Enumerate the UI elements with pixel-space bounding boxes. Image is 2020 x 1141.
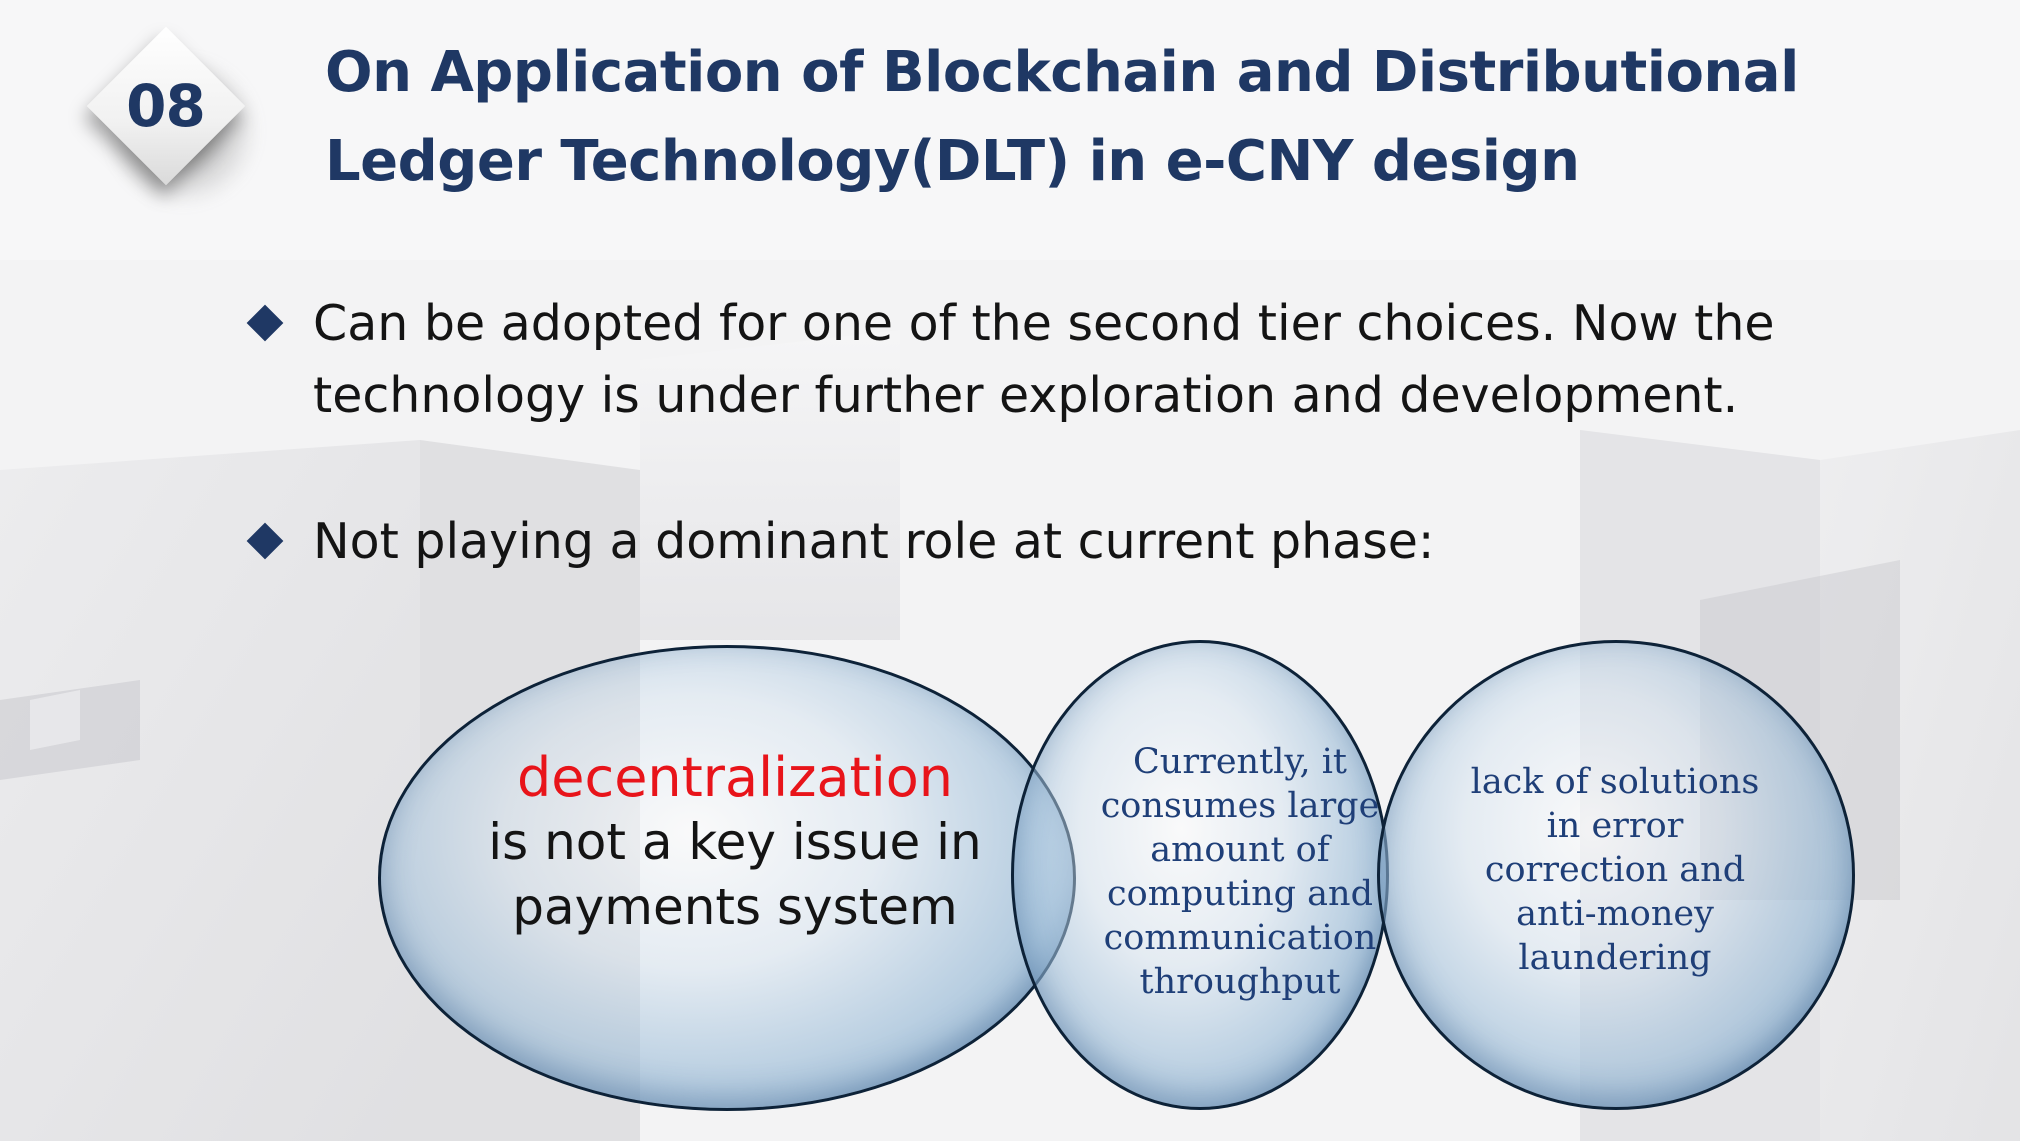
bubble-3-text: lack of solutions in error correction an… <box>1470 762 1760 978</box>
bullet-item-2: Not playing a dominant role at current p… <box>246 506 1870 586</box>
bullet-text-1: Can be adopted for one of the second tie… <box>313 295 1775 424</box>
slide-title: On Application of Blockchain and Distrib… <box>325 40 1799 194</box>
bubble-1-body: is not a key issue in payments system <box>488 813 982 936</box>
diamond-bullet-icon <box>246 304 284 342</box>
slide-number: 08 <box>126 71 206 140</box>
bubble-2-text: Currently, it consumes large amount of c… <box>1100 742 1380 1002</box>
bubble-error-correction <box>1377 640 1855 1110</box>
bullet-item-1: Can be adopted for one of the second tie… <box>246 288 1870 438</box>
bullet-text-2: Not playing a dominant role at current p… <box>313 513 1435 570</box>
bubble-1-text: decentralization is not a key issue in p… <box>435 745 1035 940</box>
slide-number-badge: 08 <box>76 18 290 238</box>
venn-diagram: decentralization is not a key issue in p… <box>375 640 1855 1120</box>
bubble-computing <box>1011 640 1389 1110</box>
decentralization-highlight: decentralization <box>517 746 953 809</box>
diamond-bullet-icon <box>246 522 284 560</box>
